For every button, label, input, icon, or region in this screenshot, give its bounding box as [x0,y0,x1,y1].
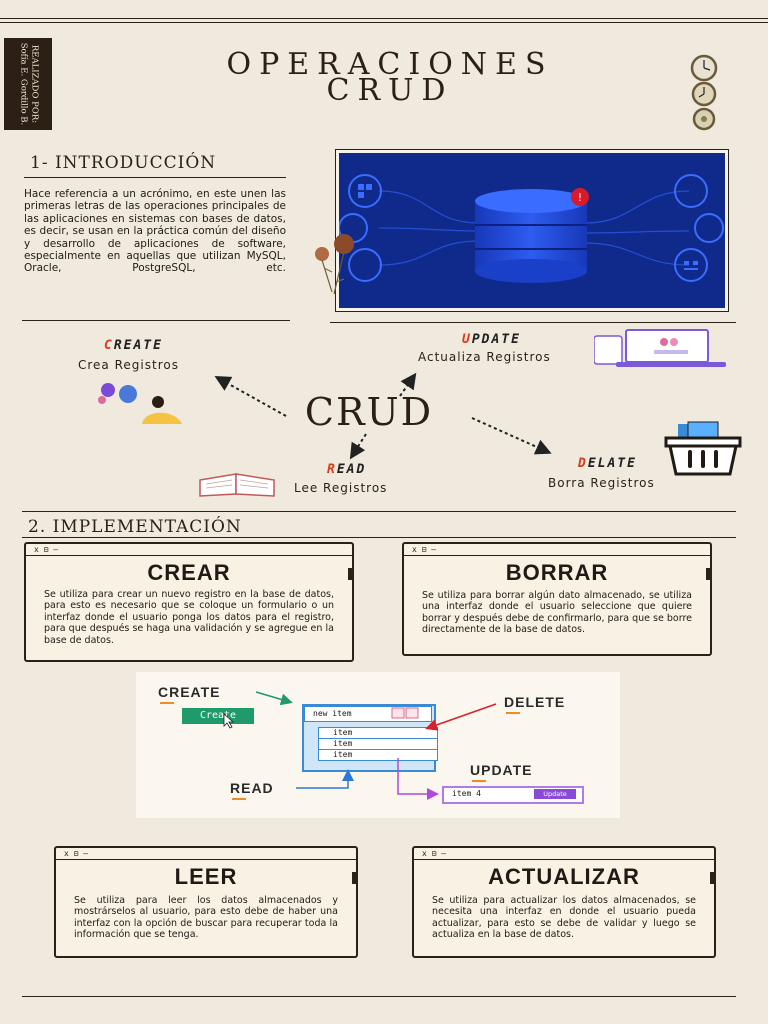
diagram-arrows [223,691,497,800]
delete-underline [506,712,520,714]
scrollbar [352,872,358,884]
window-controls: x ⊟ — [56,848,356,860]
implementation-heading: 2. IMPLEMENTACIÓN [28,517,242,537]
update-field-value: item 4 [452,789,481,798]
create-label: CREATE [104,338,163,353]
credit-label: REALIZADO POR: [29,44,39,124]
update-label: UPDATE [462,332,521,347]
borrar-card: x ⊟ — BORRAR Se utiliza para borrar algú… [402,542,712,656]
crud-arrows [214,372,552,460]
list-item: item [318,749,438,761]
read-letter: R [327,462,337,477]
crud-rule-right [330,322,736,323]
top-rule-2 [0,22,768,23]
bottom-rule [22,996,736,997]
crear-body: Se utiliza para crear un nuevo registro … [44,589,334,646]
diagram-create-label: CREATE [158,684,221,700]
borrar-body: Se utiliza para borrar algún dato almace… [422,590,692,636]
gears-person-illustration [98,383,182,424]
scrollbar [348,568,354,580]
diagram-read-label: READ [230,780,274,796]
borrar-title: BORRAR [505,560,609,585]
key-icon [348,248,382,282]
pencil-icon [694,213,724,243]
crear-title: CREAR [147,560,231,585]
network-icon [674,248,708,282]
update-rest: PDATE [471,332,521,347]
book-illustration [199,473,275,497]
clock-icons [690,54,718,131]
scrollbar [710,872,716,884]
flower-decoration [315,234,354,295]
database-illustration: ! [336,150,728,311]
update-letter: U [462,332,472,347]
actualizar-card: x ⊟ — ACTUALIZAR Se utiliza para actuali… [412,846,716,958]
database-icon [475,189,587,283]
crud-title: CRUD [304,390,434,434]
update-underline [472,780,486,782]
top-rule [0,18,768,19]
author-credit: REALIZADO POR: Sofía E. Gordillo B. [4,38,52,130]
delete-letter: D [578,456,588,471]
sync-icon [674,174,708,208]
window-controls: x ⊟ — [404,544,710,556]
diagram-update-label: UPDATE [470,762,533,778]
window-controls: x ⊟ — [26,544,352,556]
intro-heading-rule [24,177,286,178]
intro-body: Hace referencia a un acrónimo, en este u… [24,188,286,275]
leer-body: Se utiliza para leer los datos almacenad… [74,895,338,941]
arrow-to-update [399,372,417,397]
laptop-illustration [594,329,726,367]
create-underline [160,702,174,704]
create-rest: REATE [113,338,163,353]
credit-author: Sofía E. Gordillo B. [18,42,28,126]
leer-title: LEER [174,864,238,889]
create-button: Create [182,708,254,724]
arrow-to-create [214,376,287,417]
create-desc: Crea Registros [78,358,179,372]
page-title: OPERACIONES [226,47,554,82]
intro-heading: 1- INTRODUCCIÓN [30,153,217,173]
page-subtitle: CRUD [326,73,454,108]
scrollbar [706,568,712,580]
svg-text:!: ! [578,191,582,204]
update-button: Update [534,789,576,799]
arrow-to-delete [471,417,552,455]
section-rule [22,511,736,512]
read-rest: EAD [336,462,367,477]
gear-icon [119,385,137,403]
crud-rule-left [22,320,290,321]
read-desc: Lee Registros [294,481,388,495]
alert-icon [571,188,589,206]
delete-desc: Borra Registros [548,476,655,490]
cursor-icon [223,713,235,729]
implementation-heading-rule [22,537,736,538]
clock-icon [691,81,717,107]
arrow-to-read [349,433,367,460]
read-underline [232,798,246,800]
crear-card: x ⊟ — CREAR Se utiliza para crear un nue… [24,542,354,662]
delete-rest: ELATE [587,456,637,471]
delete-icon [405,707,419,719]
grid-icon [348,174,382,208]
crud-ui-diagram: CREATE Create new item item item item DE… [136,672,620,818]
update-desc: Actualiza Registros [418,350,551,364]
trash-basket-icon [664,421,742,476]
window-controls: x ⊟ — [414,848,714,860]
actualizar-body: Se utiliza para actualizar los datos alm… [432,895,696,941]
clock-icon [692,107,716,131]
leer-card: x ⊟ — LEER Se utiliza para leer los dato… [54,846,358,958]
edit-icon [391,707,405,719]
delete-label: DELATE [578,456,637,471]
diagram-delete-label: DELETE [504,694,566,710]
actualizar-title: ACTUALIZAR [488,864,640,889]
gear-icon [101,383,115,397]
read-label: READ [327,462,366,477]
clock-icon [690,54,718,82]
create-letter: C [104,338,114,353]
